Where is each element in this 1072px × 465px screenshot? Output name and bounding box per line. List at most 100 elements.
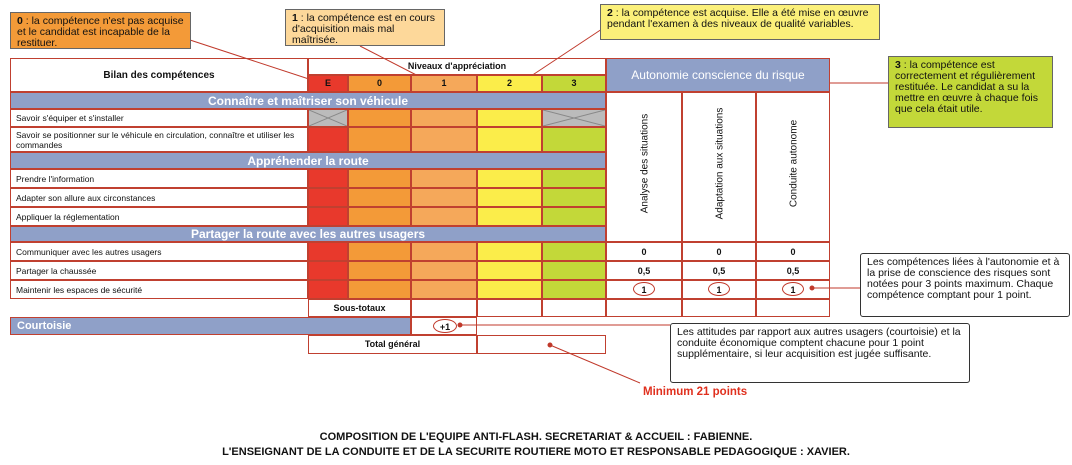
value-adaptation-partager: 0,5: [712, 266, 726, 276]
cell-level-1: [411, 242, 477, 261]
section-route: Appréhender la route: [10, 152, 606, 169]
cell-level-1: [411, 261, 477, 280]
cell-level-3: [542, 169, 606, 188]
autonomie-cell: 0: [756, 242, 830, 261]
row-label-information: Prendre l'information: [10, 169, 308, 188]
conduite-label: Conduite autonome: [788, 119, 800, 208]
row-label-chaussee: Partager la chaussée: [10, 261, 308, 280]
value-conduite-maintenir: 1: [782, 282, 804, 296]
cell-na: [542, 109, 606, 127]
level-0: 0: [348, 75, 411, 92]
value-analyse-communiquer: 0: [641, 247, 647, 257]
cell-level-0: [348, 109, 411, 127]
cell-level-1: [411, 207, 477, 226]
cell-level-E: [308, 127, 348, 152]
cell-level-3: [542, 207, 606, 226]
cell-level-E: [308, 242, 348, 261]
total-label: Total général: [308, 335, 477, 354]
cell-level-2: [477, 207, 542, 226]
level-3: 3: [542, 75, 606, 92]
callout-level-1: 1 : la compétence est en cours d'acquisi…: [285, 9, 445, 46]
callout-attitudes: Les attitudes par rapport aux autres usa…: [670, 323, 970, 383]
cell-level-0: [348, 207, 411, 226]
cell-level-1: [411, 188, 477, 207]
section-vehicule: Connaître et maîtriser son véhicule: [10, 92, 606, 109]
sous-totaux-label: Sous-totaux: [308, 299, 411, 317]
callout-level-3: 3 : la compétence est correctement et ré…: [888, 56, 1053, 128]
sous-total-cell: [682, 299, 756, 317]
value-conduite-partager: 0,5: [786, 266, 800, 276]
row-label-allure: Adapter son allure aux circonstances: [10, 188, 308, 207]
row-label-positionner: Savoir se positionner sur le véhicule en…: [10, 127, 308, 152]
cell-level-E: [308, 261, 348, 280]
row-label-espaces: Maintenir les espaces de sécurité: [10, 280, 308, 299]
autonomie-cell: 0,5: [606, 261, 682, 280]
value-analyse-partager: 0,5: [637, 266, 651, 276]
sous-total-cell: [477, 299, 542, 317]
cell-level-3: [542, 127, 606, 152]
cell-level-3: [542, 188, 606, 207]
autonomie-cell: 0,5: [682, 261, 756, 280]
level-2: 2: [477, 75, 542, 92]
autonomie-col-2: Adaptation aux situations: [682, 92, 756, 242]
cell-level-0: [348, 169, 411, 188]
courtoisie-bonus: +1: [433, 319, 457, 333]
cell-level-E: [308, 280, 348, 299]
cell-level-E: [308, 188, 348, 207]
cell-level-2: [477, 188, 542, 207]
cell-level-2: [477, 127, 542, 152]
cell-level-0: [348, 188, 411, 207]
level-1: 1: [411, 75, 477, 92]
callout-level-0: 0 : la compétence n'est pas acquise et l…: [10, 12, 191, 49]
footer-line-2: L'ENSEIGNANT DE LA CONDUITE ET DE LA SEC…: [222, 446, 850, 458]
minimum-points: Minimum 21 points: [643, 386, 748, 398]
cell-level-2: [477, 169, 542, 188]
cell-level-0: [348, 280, 411, 299]
footer-line-1: COMPOSITION DE L'EQUIPE ANTI-FLASH. SECR…: [319, 431, 753, 443]
cell-level-2: [477, 280, 542, 299]
value-analyse-maintenir: 1: [633, 282, 655, 296]
callout-level-2: 2 : la compétence est acquise. Elle a ét…: [600, 4, 880, 40]
adaptation-label: Adaptation aux situations: [714, 107, 726, 220]
level-E: E: [308, 75, 348, 92]
row-label-communiquer: Communiquer avec les autres usagers: [10, 242, 308, 261]
sous-total-cell: [411, 299, 477, 317]
cell-level-E: [308, 169, 348, 188]
bilan-label: Bilan des compétences: [10, 58, 308, 92]
autonomie-cell: 1: [606, 280, 682, 299]
analyse-label: Analyse des situations: [639, 113, 651, 214]
autonomie-cell: 0: [682, 242, 756, 261]
sous-total-cell: [542, 299, 606, 317]
total-cell: [477, 335, 606, 354]
value-conduite-communiquer: 0: [790, 247, 796, 257]
autonomie-cell: 0: [606, 242, 682, 261]
cell-level-3: [542, 242, 606, 261]
autonomie-header: Autonomie conscience du risque: [606, 58, 830, 92]
cell-level-1: [411, 280, 477, 299]
cell-na: [308, 109, 348, 127]
cell-level-0: [348, 242, 411, 261]
cell-level-2: [477, 242, 542, 261]
row-label-reglementation: Appliquer la réglementation: [10, 207, 308, 226]
cell-level-0: [348, 261, 411, 280]
courtoisie-cell: +1: [411, 317, 477, 335]
value-adaptation-maintenir: 1: [708, 282, 730, 296]
niveaux-label: Niveaux d'appréciation: [308, 58, 606, 75]
cell-level-3: [542, 280, 606, 299]
cell-level-1: [411, 109, 477, 127]
cell-level-3: [542, 261, 606, 280]
autonomie-cell: 1: [756, 280, 830, 299]
cell-level-1: [411, 127, 477, 152]
autonomie-cell: 0,5: [756, 261, 830, 280]
section-partager: Partager la route avec les autres usager…: [10, 226, 606, 242]
autonomie-col-1: Analyse des situations: [606, 92, 682, 242]
cell-level-2: [477, 109, 542, 127]
row-label-equiper: Savoir s'équiper et s'installer: [10, 109, 308, 127]
cell-level-0: [348, 127, 411, 152]
courtoisie-label: Courtoisie: [10, 317, 411, 335]
cell-level-E: [308, 207, 348, 226]
callout-autonomy: Les compétences liées à l'autonomie et à…: [860, 253, 1070, 317]
autonomie-col-3: Conduite autonome: [756, 92, 830, 242]
autonomie-cell: 1: [682, 280, 756, 299]
cell-level-1: [411, 169, 477, 188]
